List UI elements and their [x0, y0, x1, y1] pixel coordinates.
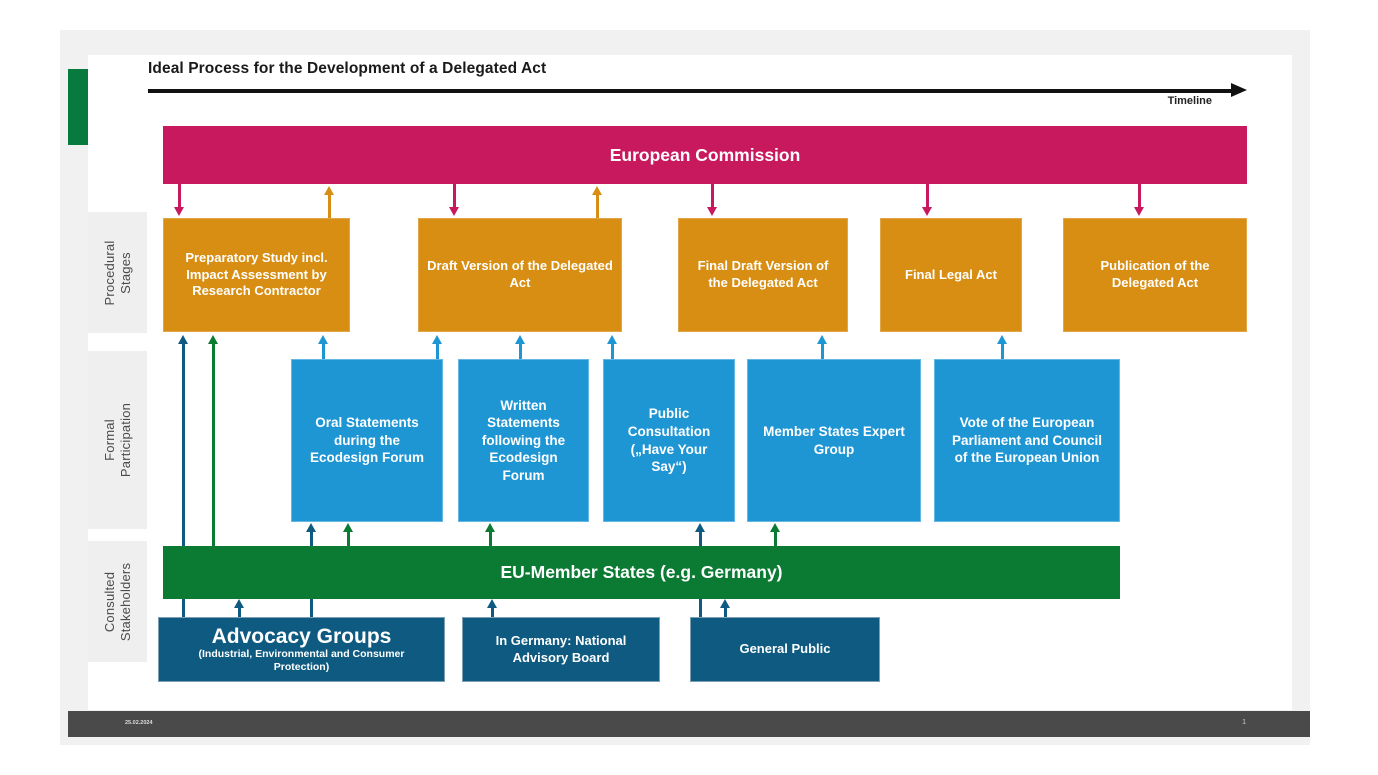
stakeholder-box-label: Advocacy Groups	[211, 625, 392, 649]
timeline-label: Timeline	[1167, 95, 1212, 107]
participation-box-label: Vote of the European Parliament and Coun…	[951, 415, 1103, 466]
participation-box-public-consultation: Public Consultation („Have Your Say“)	[603, 359, 735, 522]
arrow-advocacy-groups-to-member-states	[238, 608, 241, 617]
stakeholder-box-label: In Germany: National Advisory Board	[495, 632, 627, 665]
row-label-text: Consulted Stakeholders	[101, 562, 133, 641]
stage-box-label: Final Legal Act	[905, 266, 997, 282]
arrow-draft-version-to-commission	[596, 195, 599, 218]
arrow-advisory-board-to-member-states	[491, 608, 494, 617]
slide-accent-tab	[68, 69, 88, 145]
arrow-member-states-to-preparatory-study	[212, 344, 215, 546]
participation-box-oral-statements: Oral Statements during the Ecodesign For…	[291, 359, 443, 522]
row-label-procedural-stages: Procedural Stages	[88, 212, 147, 333]
stage-box-publication: Publication of the Delegated Act	[1063, 218, 1247, 332]
arrow-preparatory-study-to-commission	[328, 195, 331, 218]
footer-date: 25.02.2024	[125, 720, 153, 726]
slide-title: Ideal Process for the Development of a D…	[148, 60, 547, 77]
row-label-text: Formal Participation	[101, 402, 133, 478]
stakeholder-box-label: General Public	[739, 641, 831, 657]
arrow-member-states-to-oral-statements	[347, 532, 350, 546]
european-commission-label: European Commission	[609, 144, 801, 165]
connector-advocacy-passthrough-left	[182, 599, 185, 617]
arrow-commission-to-final-draft	[711, 184, 714, 207]
arrow-commission-to-preparatory-study	[178, 184, 181, 207]
timeline-arrowhead-icon	[1231, 83, 1247, 97]
eu-member-states-label: EU-Member States (e.g. Germany)	[500, 562, 783, 582]
arrow-commission-to-final-legal-act	[926, 184, 929, 207]
arrow-general-public-to-public-consultation	[699, 532, 702, 546]
stage-box-label: Final Draft Version of the Delegated Act	[697, 258, 829, 290]
stage-box-draft-version: Draft Version of the Delegated Act	[418, 218, 622, 332]
row-label-consulted-stakeholders: Consulted Stakeholders	[88, 541, 147, 662]
arrow-public-consultation-to-draft-version	[611, 344, 614, 359]
arrow-general-public-to-member-states	[724, 608, 727, 617]
arrow-oral-statements-to-preparatory-study	[322, 344, 325, 359]
participation-box-label: Oral Statements during the Ecodesign For…	[309, 415, 424, 466]
row-label-text: Procedural Stages	[101, 240, 133, 305]
arrow-oral-statements-to-draft-version	[436, 344, 439, 359]
participation-box-label: Written Statements following the Ecodesi…	[481, 397, 566, 483]
timeline-axis-line	[148, 89, 1232, 93]
arrow-written-statements-to-draft-version	[519, 344, 522, 359]
participation-box-label: Member States Expert Group	[763, 423, 905, 457]
arrow-commission-to-draft-version	[453, 184, 456, 207]
row-label-formal-participation: Formal Participation	[88, 351, 147, 529]
stakeholder-box-general-public: General Public	[690, 617, 880, 682]
arrow-commission-to-publication	[1138, 184, 1141, 207]
participation-box-label: Public Consultation („Have Your Say“)	[627, 406, 711, 475]
arrow-expert-group-to-final-draft	[821, 344, 824, 359]
arrow-member-states-to-expert-group	[774, 532, 777, 546]
stage-box-final-draft-version: Final Draft Version of the Delegated Act	[678, 218, 848, 332]
stage-box-label: Publication of the Delegated Act	[1100, 258, 1210, 290]
arrow-advocacy-groups-to-oral-statements	[310, 532, 313, 546]
participation-box-written-statements: Written Statements following the Ecodesi…	[458, 359, 589, 522]
footer-bar: 25.02.2024 1	[68, 711, 1310, 737]
stage-box-label: Preparatory Study incl. Impact Assessmen…	[185, 249, 328, 299]
participation-box-member-states-expert-group: Member States Expert Group	[747, 359, 921, 522]
eu-member-states-bar: EU-Member States (e.g. Germany)	[163, 546, 1120, 599]
arrow-advocacy-groups-to-preparatory-study	[182, 344, 185, 546]
stakeholder-box-national-advisory-board: In Germany: National Advisory Board	[462, 617, 660, 682]
stage-box-final-legal-act: Final Legal Act	[880, 218, 1022, 332]
stage-box-label: Draft Version of the Delegated Act	[427, 258, 613, 290]
arrow-parliament-vote-to-final-legal-act	[1001, 344, 1004, 359]
connector-advocacy-passthrough-right	[310, 599, 313, 617]
participation-box-parliament-council-vote: Vote of the European Parliament and Coun…	[934, 359, 1120, 522]
footer-page-number: 1	[1242, 719, 1246, 726]
stakeholder-box-sublabel: (Industrial, Environmental and Consumer …	[198, 648, 405, 673]
stage-box-preparatory-study: Preparatory Study incl. Impact Assessmen…	[163, 218, 350, 332]
european-commission-bar: European Commission	[163, 126, 1247, 184]
arrow-member-states-to-written-statements	[489, 532, 492, 546]
connector-general-public-passthrough	[699, 599, 702, 617]
stakeholder-box-advocacy-groups: Advocacy Groups (Industrial, Environment…	[158, 617, 445, 682]
